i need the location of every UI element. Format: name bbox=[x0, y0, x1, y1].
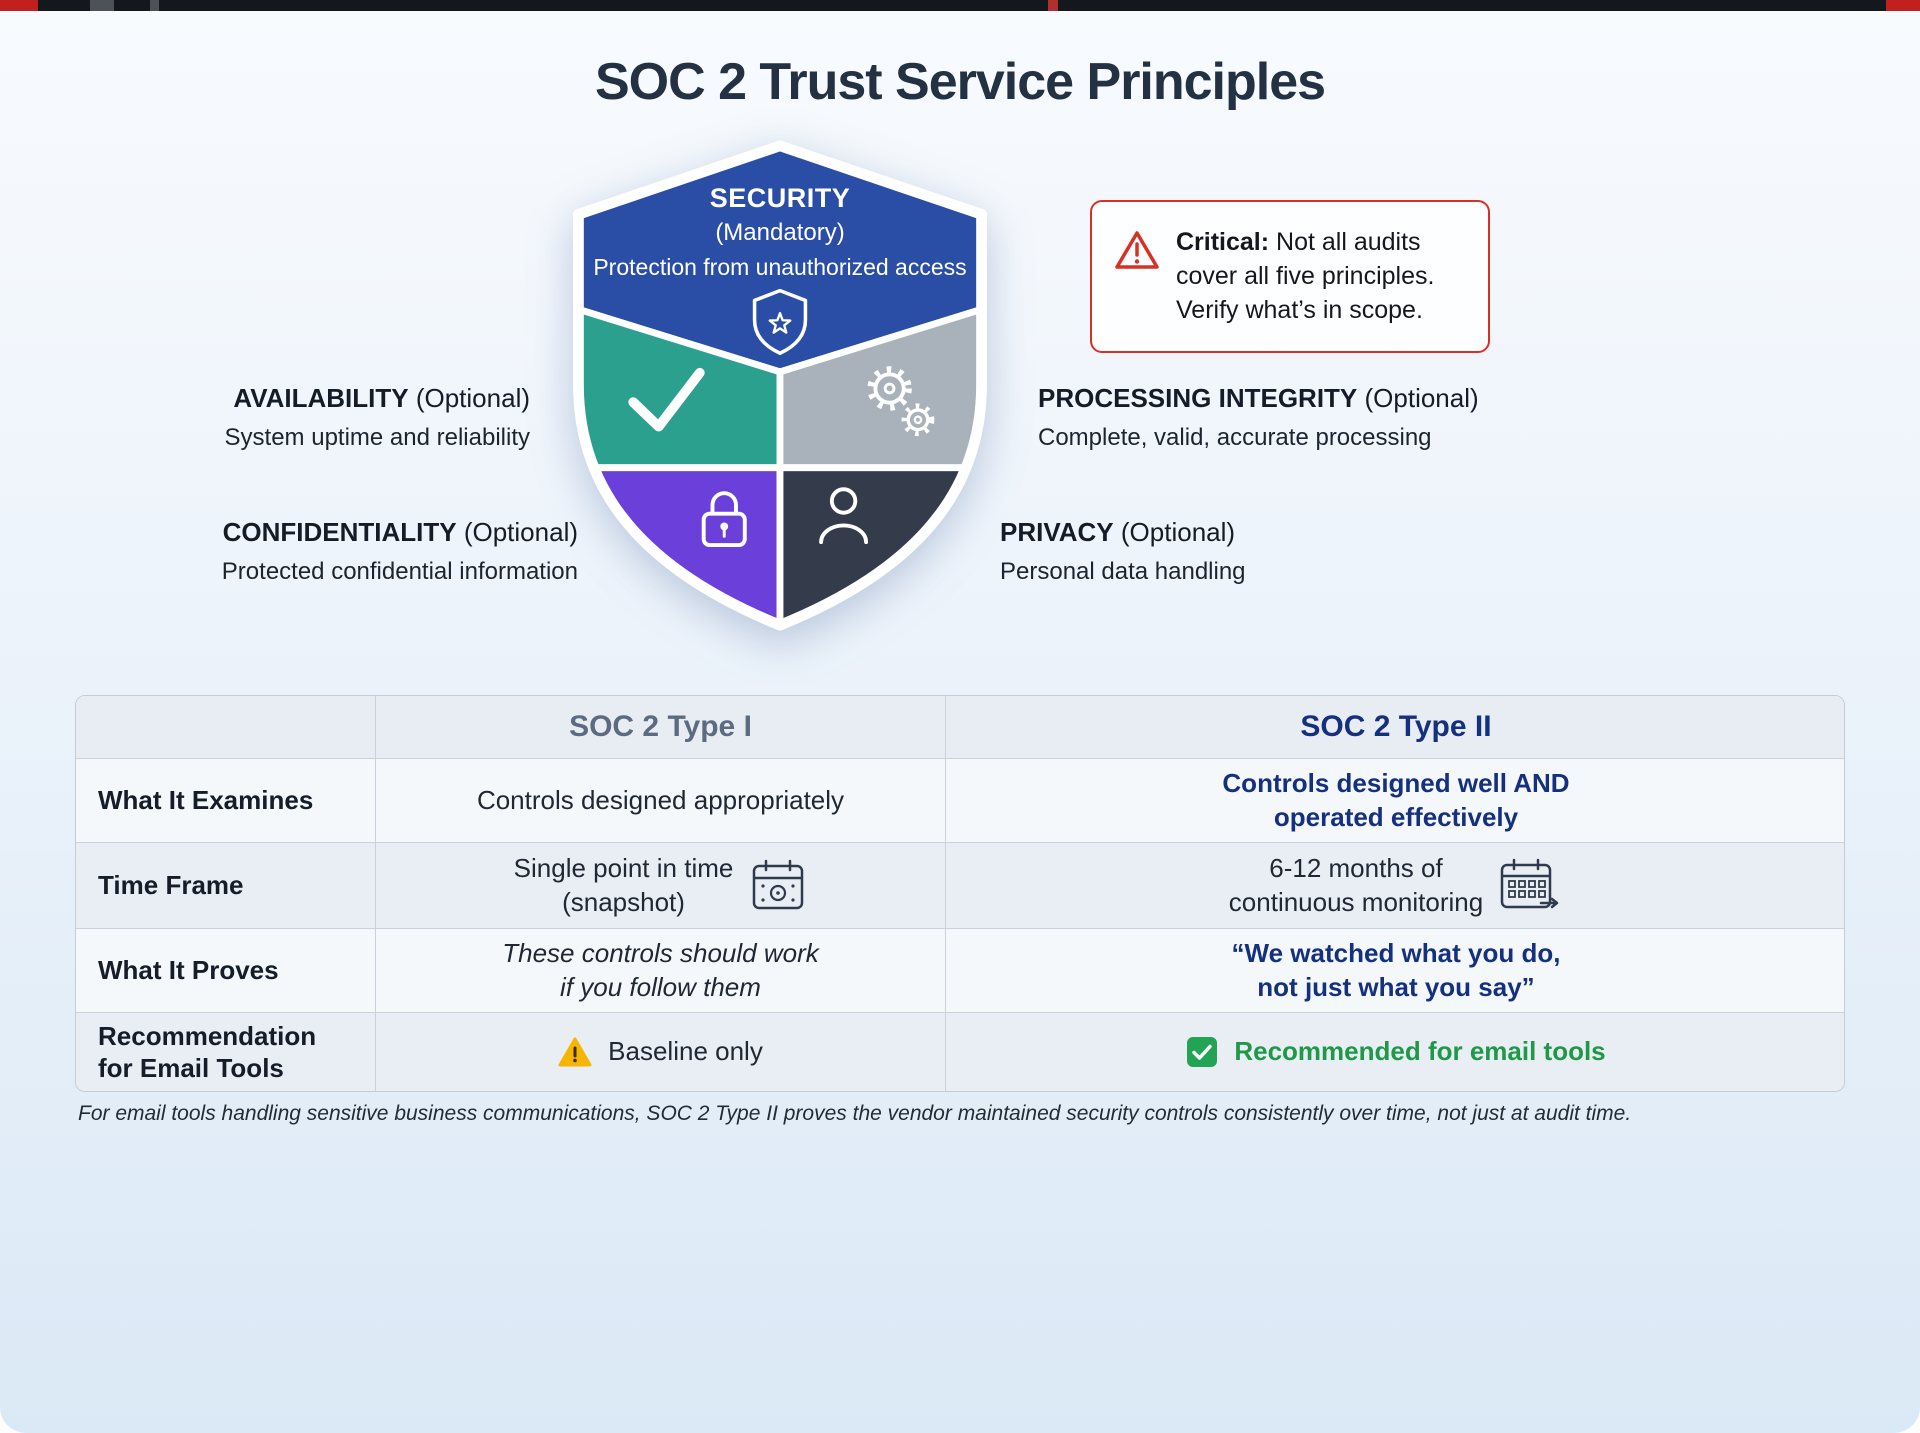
processing-integrity-desc: Complete, valid, accurate processing bbox=[1038, 423, 1432, 451]
row-label-what-it-examines: What It Examines bbox=[76, 759, 376, 843]
shield-outline bbox=[573, 140, 987, 631]
green-check-icon bbox=[1187, 1036, 1218, 1067]
top-edge-red-right bbox=[1886, 0, 1920, 11]
calendar-snapshot-icon bbox=[753, 859, 804, 909]
confidentiality-qualifier: (Optional) bbox=[463, 517, 578, 547]
availability-label: AVAILABILITY (Optional) System uptime an… bbox=[225, 382, 530, 453]
top-edge-red-left bbox=[0, 0, 38, 11]
cell-recommendation-type1: Baseline only bbox=[376, 1013, 946, 1091]
trust-principles-shield bbox=[573, 140, 987, 631]
processing-integrity-label: PROCESSING INTEGRITY (Optional) Complete… bbox=[1038, 382, 1479, 453]
security-name: SECURITY bbox=[709, 183, 851, 213]
row-label-recommendation: Recommendation for Email Tools bbox=[76, 1013, 376, 1091]
privacy-qualifier: (Optional) bbox=[1120, 517, 1236, 547]
row-label-time-frame: Time Frame bbox=[76, 843, 376, 929]
cell-proves-type2: “We watched what you do, not just what y… bbox=[946, 929, 1844, 1013]
calendar-monitoring-arrow-icon bbox=[1500, 858, 1559, 908]
footer-note: For email tools handling sensitive busin… bbox=[78, 1102, 1632, 1125]
gears-icon bbox=[867, 366, 935, 437]
warning-triangle-icon bbox=[1115, 231, 1159, 269]
cell-timeframe-type1: Single point in time (snapshot) bbox=[376, 843, 946, 929]
comparison-table: SOC 2 Type I SOC 2 Type II What It Exami… bbox=[75, 695, 1845, 1092]
person-icon bbox=[819, 487, 869, 545]
top-edge-artifact bbox=[0, 0, 1920, 11]
confidentiality-desc: Protected confidential information bbox=[221, 557, 578, 585]
critical-warning-callout: Critical: Not all audits cover all five … bbox=[1090, 200, 1490, 354]
top-edge-gray-mark bbox=[90, 0, 114, 11]
shield-star-icon bbox=[752, 288, 808, 356]
availability-qualifier: (Optional) bbox=[415, 383, 530, 413]
page-title: SOC 2 Trust Service Principles bbox=[594, 53, 1326, 111]
confidentiality-label: CONFIDENTIALITY (Optional) Protected con… bbox=[222, 516, 578, 587]
confidentiality-name: CONFIDENTIALITY bbox=[222, 517, 457, 547]
privacy-label: PRIVACY (Optional) Personal data handlin… bbox=[1000, 516, 1246, 587]
padlock-icon bbox=[701, 491, 747, 547]
warning-text: Critical: Not all audits cover all five … bbox=[1176, 228, 1435, 324]
privacy-name: PRIVACY bbox=[1000, 517, 1114, 547]
cell-recommendation-type2: Recommended for email tools bbox=[946, 1013, 1844, 1091]
security-qualifier: (Mandatory) bbox=[715, 219, 845, 246]
column-header-type2: SOC 2 Type II bbox=[946, 696, 1844, 759]
checkmark-icon bbox=[628, 367, 705, 432]
security-desc: Protection from unauthorized access bbox=[593, 254, 967, 280]
cell-proves-type1: These controls should work if you follow… bbox=[376, 929, 946, 1013]
top-edge-gray-mark-2 bbox=[150, 0, 159, 11]
row-label-what-it-proves: What It Proves bbox=[76, 929, 376, 1013]
cell-examines-type1: Controls designed appropriately bbox=[376, 759, 946, 843]
availability-desc: System uptime and reliability bbox=[224, 423, 530, 451]
availability-name: AVAILABILITY bbox=[233, 383, 409, 413]
privacy-desc: Personal data handling bbox=[1000, 557, 1246, 585]
processing-integrity-qualifier: (Optional) bbox=[1364, 383, 1479, 413]
column-header-empty bbox=[76, 696, 376, 759]
column-header-type1: SOC 2 Type I bbox=[376, 696, 946, 759]
cell-timeframe-type2: 6-12 months of continuous monitoring bbox=[946, 843, 1844, 929]
caution-triangle-icon bbox=[558, 1037, 592, 1067]
security-caption: SECURITY (Mandatory) Protection from una… bbox=[545, 183, 1015, 281]
cell-examines-type2: Controls designed well AND operated effe… bbox=[946, 759, 1844, 843]
processing-integrity-name: PROCESSING INTEGRITY bbox=[1038, 383, 1358, 413]
top-edge-red-mark bbox=[1048, 0, 1058, 11]
